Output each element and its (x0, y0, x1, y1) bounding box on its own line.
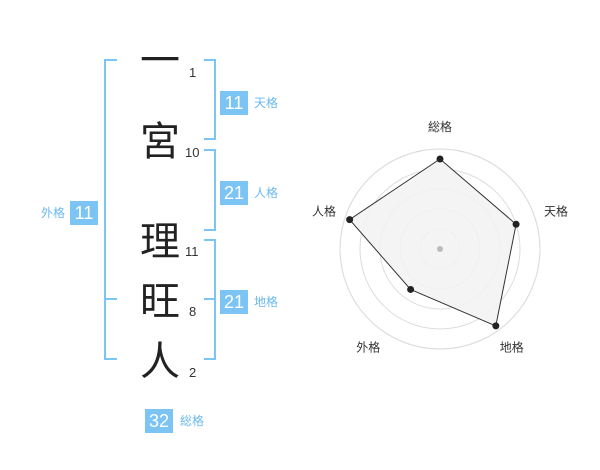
gaikaku-label: 外格 (41, 206, 66, 220)
radar-point-4 (407, 285, 415, 293)
radar-point-5 (346, 216, 354, 224)
name-char-3: 理 (140, 219, 180, 265)
chikaku-label: 地格 (254, 295, 279, 309)
radar-axis-label-3: 地格 (500, 340, 524, 355)
tenkaku-bracket (204, 59, 216, 140)
radar-polygon (348, 158, 517, 327)
name-char-5: 人 (140, 339, 180, 385)
radar-point-3 (492, 322, 500, 330)
radar-point-2 (512, 220, 520, 228)
chikaku-value-badge: 21 (220, 290, 249, 314)
radar-ring (339, 148, 541, 350)
stroke-count-4: 8 (189, 304, 197, 319)
tenkaku-label: 天格 (254, 96, 279, 110)
radar-dots (346, 155, 520, 330)
stroke-count-2: 10 (185, 145, 200, 160)
radar-axis-label-4: 外格 (356, 340, 380, 355)
name-char-4: 旺 (140, 279, 180, 325)
soukaku-label: 総格 (180, 414, 205, 428)
name-char-2: 宮 (140, 119, 180, 165)
jinkaku-label: 人格 (254, 186, 279, 200)
radar-center (437, 246, 443, 252)
jinkaku-bracket (204, 149, 216, 231)
radar-point-1 (436, 155, 444, 163)
jinkaku-value-badge: 21 (220, 181, 249, 205)
tenkaku-value-badge: 11 (220, 91, 248, 115)
radar-axis-label-1: 総格 (428, 119, 452, 134)
soukaku-value-badge: 32 (145, 409, 174, 433)
stroke-count-5: 2 (189, 365, 197, 380)
radar-axis-label-2: 天格 (544, 203, 568, 218)
gaikaku-bracket (104, 59, 117, 360)
radar-axis-label-5: 人格 (312, 203, 336, 218)
name-char-1: 一 (140, 38, 180, 84)
stroke-count-1: 1 (189, 65, 197, 80)
gaikaku-value-badge: 11 (70, 201, 98, 225)
stroke-count-3: 11 (185, 244, 199, 259)
